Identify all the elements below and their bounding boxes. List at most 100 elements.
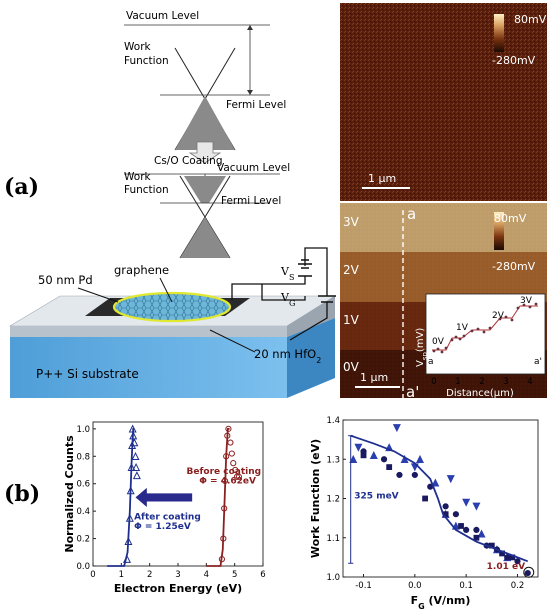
work-function-bottom-label-1: Work: [124, 171, 152, 183]
chart2-series-3-point-2: [422, 495, 429, 502]
chart2-series-2-point-11: [504, 554, 511, 561]
kpfm-top-scalebar-label: 1 μm: [368, 172, 396, 185]
chart2-series-2-point-13: [524, 569, 531, 577]
chart1-xtick-0: 0: [90, 570, 95, 580]
chart1-series-0-point-3: [126, 486, 135, 495]
chart1-shift-arrow: [135, 487, 193, 508]
chart1-ytick-3: 0.6: [76, 480, 90, 490]
filled-band-top: [175, 96, 235, 150]
inset-label-0v: 0V: [432, 337, 445, 347]
line-start-label: a: [407, 205, 416, 223]
coating-step-arrow: Cs/O Coating: [154, 141, 223, 167]
chart2-ytick-3: 1.3: [326, 455, 340, 465]
inset-ylabel: Vsp(mV): [415, 328, 429, 367]
chart1-series-0-point-1: [124, 536, 133, 546]
band-label-1v: 1V: [343, 313, 360, 327]
chart2-series-2-point-6: [452, 511, 459, 518]
chart1-series-1-point-7: [227, 439, 234, 446]
chart2-ytick-0: 1.0: [326, 573, 340, 583]
chart1-xlabel: Electron Energy (eV): [114, 582, 242, 595]
inset-xtick-1: 1: [455, 377, 460, 387]
kpfm-image-top: 80mV -280mV 1 μm: [340, 3, 547, 201]
chart1-annotation-before-2: Φ = 4.62eV: [199, 477, 256, 487]
vg-label: VG: [280, 291, 295, 308]
chart2-xtick-2: 0.1: [459, 581, 473, 591]
chart1-ytick-5: 1.0: [76, 425, 90, 435]
inset-xtick-0: 0: [431, 377, 436, 387]
graphene-label: graphene: [114, 263, 169, 277]
hfo2-label: 20 nm HfO2: [254, 347, 321, 365]
chart2-xlabel: FG (V/nm): [411, 594, 471, 611]
chart1-series-1-point-2: [221, 505, 228, 512]
chart1-series-0-point-10: [132, 462, 141, 471]
chart1-series-1-point-5: [224, 432, 231, 439]
chart2-series-2-point-7: [463, 526, 470, 534]
chart1-series-1-point-4: [223, 453, 230, 460]
chart2-annotation-span: 325 meV: [354, 492, 398, 502]
chart2-fit-line: [350, 434, 529, 563]
band-label-2v: 2V: [343, 263, 360, 277]
pd-label: 50 nm Pd: [38, 273, 93, 287]
inset-label-1v: 1V: [456, 323, 469, 333]
chart2-series-1-point-1: [369, 451, 378, 460]
chart1-xtick-4: 4: [204, 570, 209, 580]
chart2-series-1-point-0: [349, 454, 358, 463]
substrate-label: P++ Si substrate: [36, 367, 139, 381]
work-function-top-label-2: Function: [124, 55, 169, 67]
panel-label-b: (b): [4, 481, 40, 507]
chart1-xtick-2: 2: [147, 570, 152, 580]
chart1-xtick-1: 1: [119, 570, 124, 580]
chart2-series-1-point-3: [400, 454, 409, 463]
chart2-series-2-point-1: [380, 456, 388, 463]
chart1-series-0-point-7: [129, 431, 138, 440]
line-end-label: a': [406, 383, 419, 401]
fermi-level-bottom-label: Fermi Level: [221, 195, 281, 207]
chart1-series-1-point-12: [235, 473, 243, 480]
chart1-series-0-point-4: [127, 462, 136, 471]
chart1-series-1-point-9: [230, 460, 237, 467]
chart1-series-1-point-8: [228, 450, 235, 457]
chart2-series-0-point-1: [392, 424, 401, 433]
vacuum-level-bottom-label: Vacuum Level: [217, 162, 290, 174]
chart1-series-1-line: [206, 427, 230, 567]
band-label-0v: 0V: [343, 360, 360, 374]
chart1-annotation-before-1: Before coating: [187, 467, 262, 477]
chart2-series-0-point-3: [446, 475, 455, 484]
chart1-annotation-after-2: Φ = 1.25eV: [134, 522, 191, 532]
inset-xtick-4: 4: [527, 377, 532, 387]
chart2-xtick-3: 0.2: [511, 581, 525, 591]
chart2-series-3-point-5: [473, 534, 480, 541]
vs-label: VS: [280, 265, 294, 282]
chart2-series-2-point-8: [473, 526, 480, 534]
chart2-series-2-point-2: [396, 471, 403, 479]
chart2-annotation-min: 1.01 eV: [487, 562, 525, 572]
chart1-ylabel: Normalized Counts: [63, 435, 76, 553]
chart1-ytick-4: 0.8: [76, 452, 90, 462]
chart1-series-1-point-11: [233, 473, 241, 480]
chart1-annotation-after-1: After coating: [134, 512, 201, 522]
chart2-series-0-point-0: [354, 443, 363, 452]
contact-ring: [112, 291, 232, 323]
chart2-series-2-point-12: [514, 558, 521, 565]
chart1-series-0-point-0: [122, 554, 132, 563]
chart2-series-3-point-0: [360, 452, 367, 459]
band-label-3v: 3V: [343, 215, 360, 229]
chart2-ytick-4: 1.4: [326, 416, 340, 426]
colorbar-bottom: [494, 212, 504, 250]
coating-step-label: Cs/O Coating: [154, 155, 223, 167]
vacuum-level-top-label: Vacuum Level: [126, 10, 199, 22]
chart1-xtick-6: 6: [260, 570, 265, 580]
chart1-series-1-point-3: [221, 477, 229, 485]
kpfm-bottom-scalebar-label: 1 μm: [360, 371, 388, 384]
fermi-level-top-label: Fermi Level: [226, 99, 286, 111]
chart1-series-0-point-9: [131, 451, 140, 460]
chart2-series-0-point-4: [462, 498, 471, 507]
kpfm-bottom-scale-max: 80mV: [494, 212, 527, 225]
kpfm-image-bottom: 3V 2V 1V 0V a a' 80mV -280mV 1 μm Vsp(mV…: [340, 203, 547, 401]
chart2-series-1-point-8: [477, 529, 486, 538]
substrate-front: [10, 337, 287, 398]
chart2-series-1-point-4: [415, 454, 424, 463]
inset-xtick-3: 3: [503, 377, 508, 387]
chart2-series-2-point-5: [442, 503, 449, 510]
